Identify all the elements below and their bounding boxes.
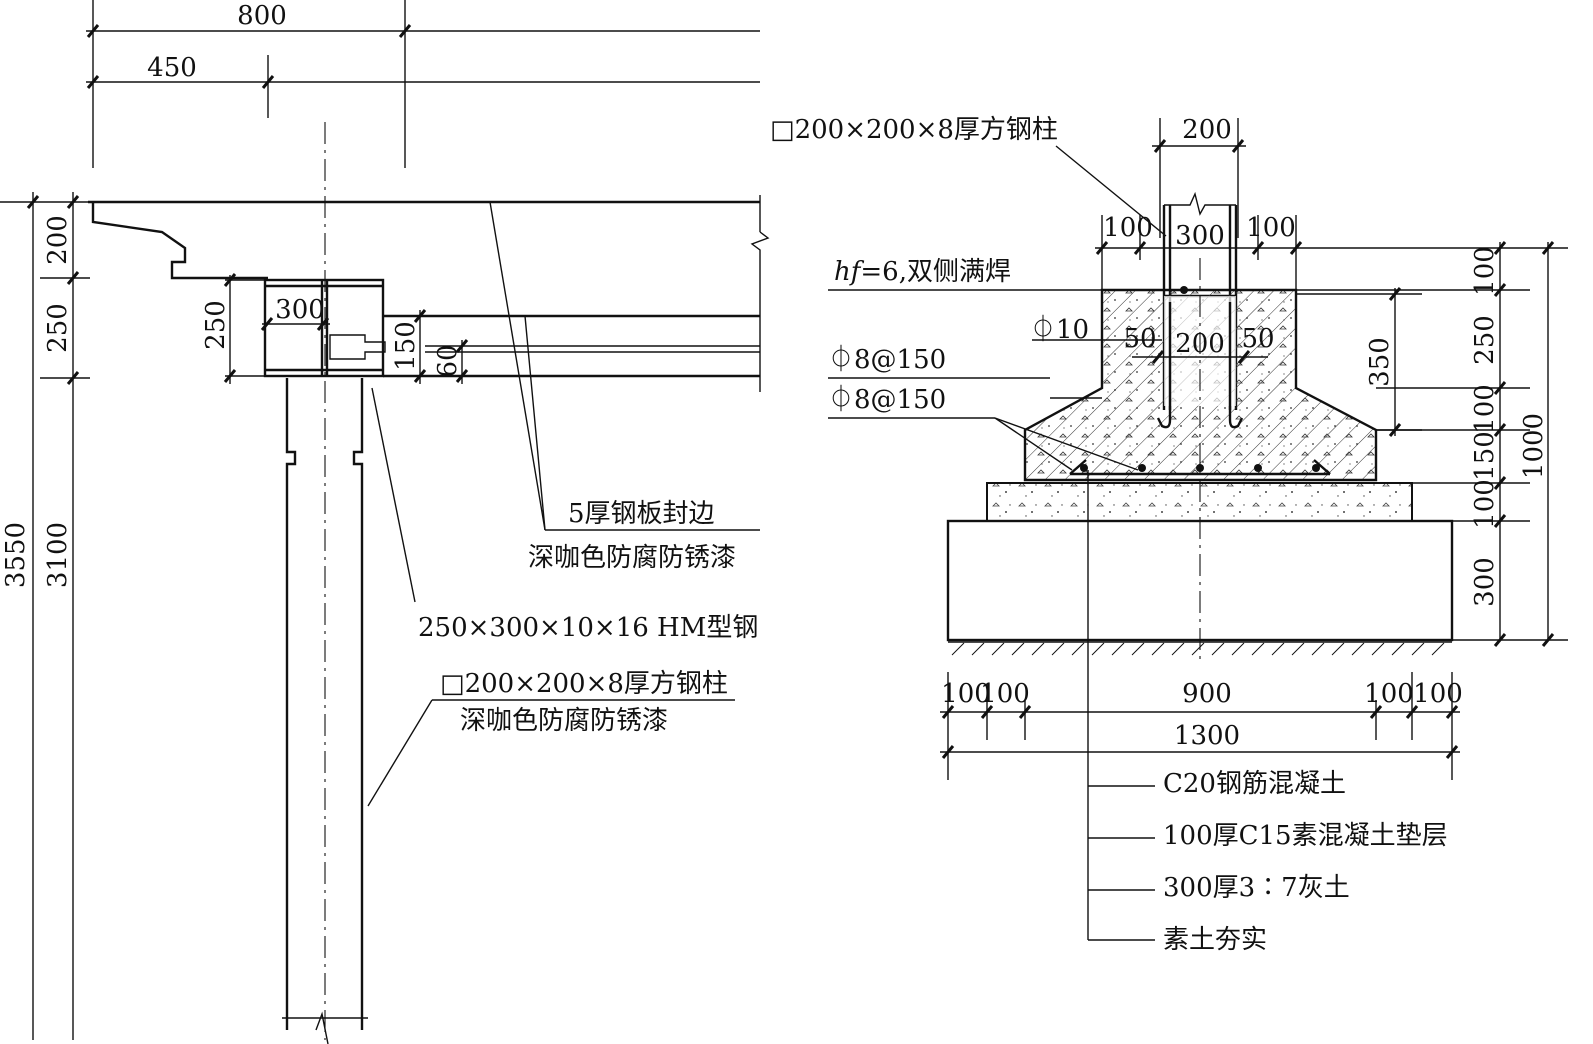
edge-plate-label: 5厚钢板封边: [568, 499, 715, 529]
rebar-symbol-3: ⏀: [828, 384, 854, 415]
rebar-symbol-2: ⏀: [828, 344, 854, 375]
layer-label-1: C20钢筋混凝土: [1163, 769, 1346, 799]
right-dim-2: 250: [1470, 315, 1500, 365]
foundation-section: 200 100 300 100: [770, 115, 1568, 955]
layer-label-3: 300厚3∶7灰土: [1163, 873, 1350, 903]
top-dimensions: 800 450: [86, 0, 760, 168]
dim-450: 450: [147, 53, 197, 83]
foundation-column-spec-label: □200×200×8厚方钢柱: [770, 115, 1058, 145]
bottom-dim-1: 100: [941, 679, 991, 709]
bottom-dim-5: 100: [1413, 679, 1463, 709]
right-dim-5: 100: [1470, 479, 1500, 529]
rail-gap-dim: 60: [433, 344, 463, 377]
rebar-mesh-2-label: 8@150: [854, 385, 946, 415]
elevation-view: 800 450 3550 3100 200 250: [0, 0, 770, 1044]
right-dims: 100 250 100 150 100 300 1000: [1296, 241, 1568, 647]
svg-text:⏀8@150: ⏀8@150: [828, 344, 946, 375]
top-width-dim: 300: [1175, 221, 1225, 251]
steel-column: [282, 122, 368, 1044]
rebar-tie-label: 10: [1056, 315, 1089, 345]
svg-text:⏀8@150: ⏀8@150: [828, 384, 946, 415]
beam-spec-label: 250×300×10×16 HM型钢: [418, 613, 758, 643]
bottom-dim-2: 100: [980, 679, 1030, 709]
bottom-dim-3: 900: [1182, 679, 1232, 709]
rebar-mesh-1-label: 8@150: [854, 345, 946, 375]
column-paint-label: 深咖色防腐防锈漆: [460, 706, 668, 736]
dim-3100: 3100: [43, 522, 73, 588]
dim-200: 200: [43, 215, 73, 265]
rail-depth-dim: 150: [391, 321, 421, 371]
elevation-labels: 5厚钢板封边 深咖色防腐防锈漆 250×300×10×16 HM型钢 □200×…: [367, 201, 760, 807]
cornice: [88, 195, 770, 392]
layer-label-4: 素土夯实: [1163, 925, 1267, 955]
side-rail: 150 60: [383, 309, 760, 384]
edge-plate-paint-label: 深咖色防腐防锈漆: [528, 543, 736, 573]
bottom-dims: 100 100 900 100 100 1300: [940, 672, 1463, 780]
layer-label-2: 100厚C15素混凝土垫层: [1163, 821, 1448, 851]
dim-3550: 3550: [1, 522, 31, 588]
foundation-annotations: □200×200×8厚方钢柱 hf=6,双侧满焊 ⏀10 ⏀8@150 ⏀8@1…: [770, 115, 1448, 955]
inner-right-dim: 50: [1241, 324, 1274, 354]
beam-depth-dim: 250: [201, 300, 231, 350]
svg-text:⏀10: ⏀10: [1030, 314, 1089, 345]
dim-250: 250: [43, 303, 73, 353]
beam-width-dim: 300: [275, 295, 325, 325]
right-dim-6: 300: [1470, 557, 1500, 607]
rebar-symbol-1: ⏀: [1030, 314, 1056, 345]
weld-note-hf: hf: [834, 257, 865, 287]
left-dimensions: 3550 3100 200 250: [0, 192, 90, 1040]
column-spec-label: □200×200×8厚方钢柱: [440, 669, 728, 699]
total-depth-dim: 1000: [1519, 413, 1549, 479]
column-width-dim: 200: [1182, 115, 1232, 145]
top-right-offset-dim: 100: [1246, 213, 1296, 243]
total-width-dim: 1300: [1174, 721, 1240, 751]
weld-note: =6,双侧满焊: [860, 257, 1011, 287]
embed-depth-dim: 350: [1365, 337, 1395, 387]
inner-left-dim: 50: [1123, 324, 1156, 354]
right-dim-1: 100: [1470, 246, 1500, 296]
right-dim-3: 100: [1470, 384, 1500, 434]
svg-text:hf=6,双侧满焊: hf=6,双侧满焊: [834, 257, 1011, 287]
bottom-dim-4: 100: [1364, 679, 1414, 709]
dim-800: 800: [237, 1, 287, 31]
top-left-offset-dim: 100: [1103, 213, 1153, 243]
right-dim-4: 150: [1470, 431, 1500, 481]
hm-beam-section: 250 300: [201, 273, 386, 384]
